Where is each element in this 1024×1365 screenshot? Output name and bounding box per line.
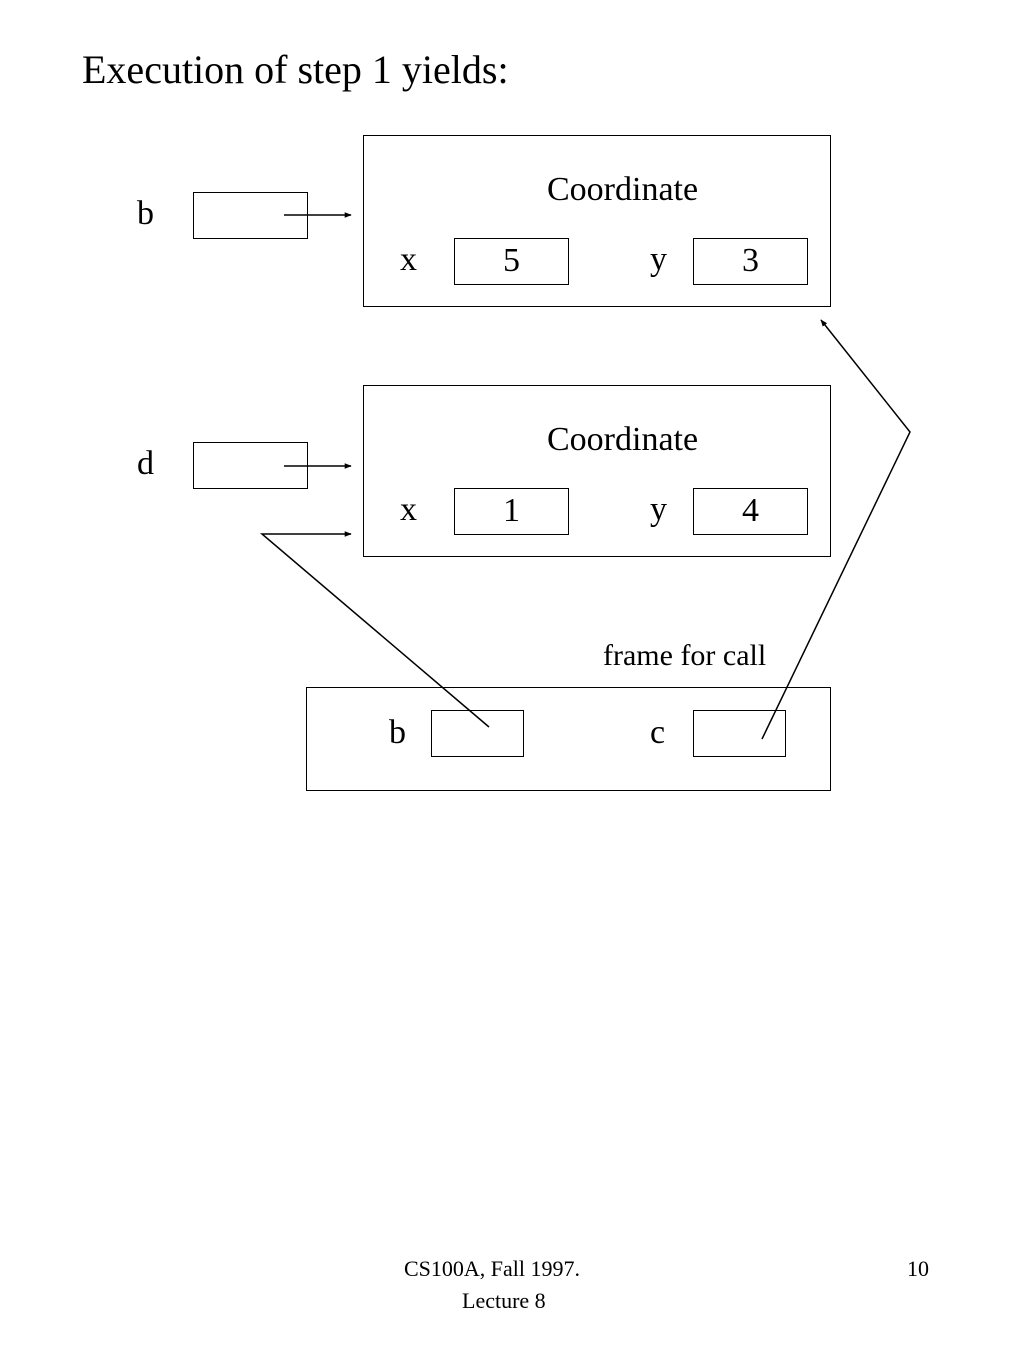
coordinate-object-1 — [363, 135, 831, 307]
footer-course: CS100A, Fall 1997. — [404, 1256, 581, 1281]
variable-b-box — [193, 192, 308, 239]
frame-param-b-box — [431, 710, 524, 757]
object-1-field-x-value: 5 — [454, 238, 569, 285]
slide-title: Execution of step 1 yields: — [82, 47, 509, 92]
object-1-class-name: Coordinate — [547, 171, 699, 208]
object-1-field-y-label: y — [650, 241, 667, 278]
frame-param-c-box — [693, 710, 786, 757]
object-2-class-name: Coordinate — [547, 421, 699, 458]
variable-b-label: b — [137, 195, 154, 232]
page-number: 10 — [907, 1256, 929, 1281]
frame-param-b-label: b — [389, 714, 406, 751]
frame-label: frame for call — [603, 639, 767, 672]
variable-d-box — [193, 442, 308, 489]
object-1-field-x-label: x — [400, 241, 417, 278]
footer-lecture: Lecture 8 — [462, 1288, 546, 1313]
object-2-field-y-value: 4 — [693, 488, 808, 535]
object-2-field-x-label: x — [400, 491, 417, 528]
object-2-field-y-label: y — [650, 491, 667, 528]
object-2-field-x-value: 1 — [454, 488, 569, 535]
variable-d-label: d — [137, 445, 154, 482]
object-1-field-y-value: 3 — [693, 238, 808, 285]
frame-param-c-label: c — [650, 714, 666, 751]
